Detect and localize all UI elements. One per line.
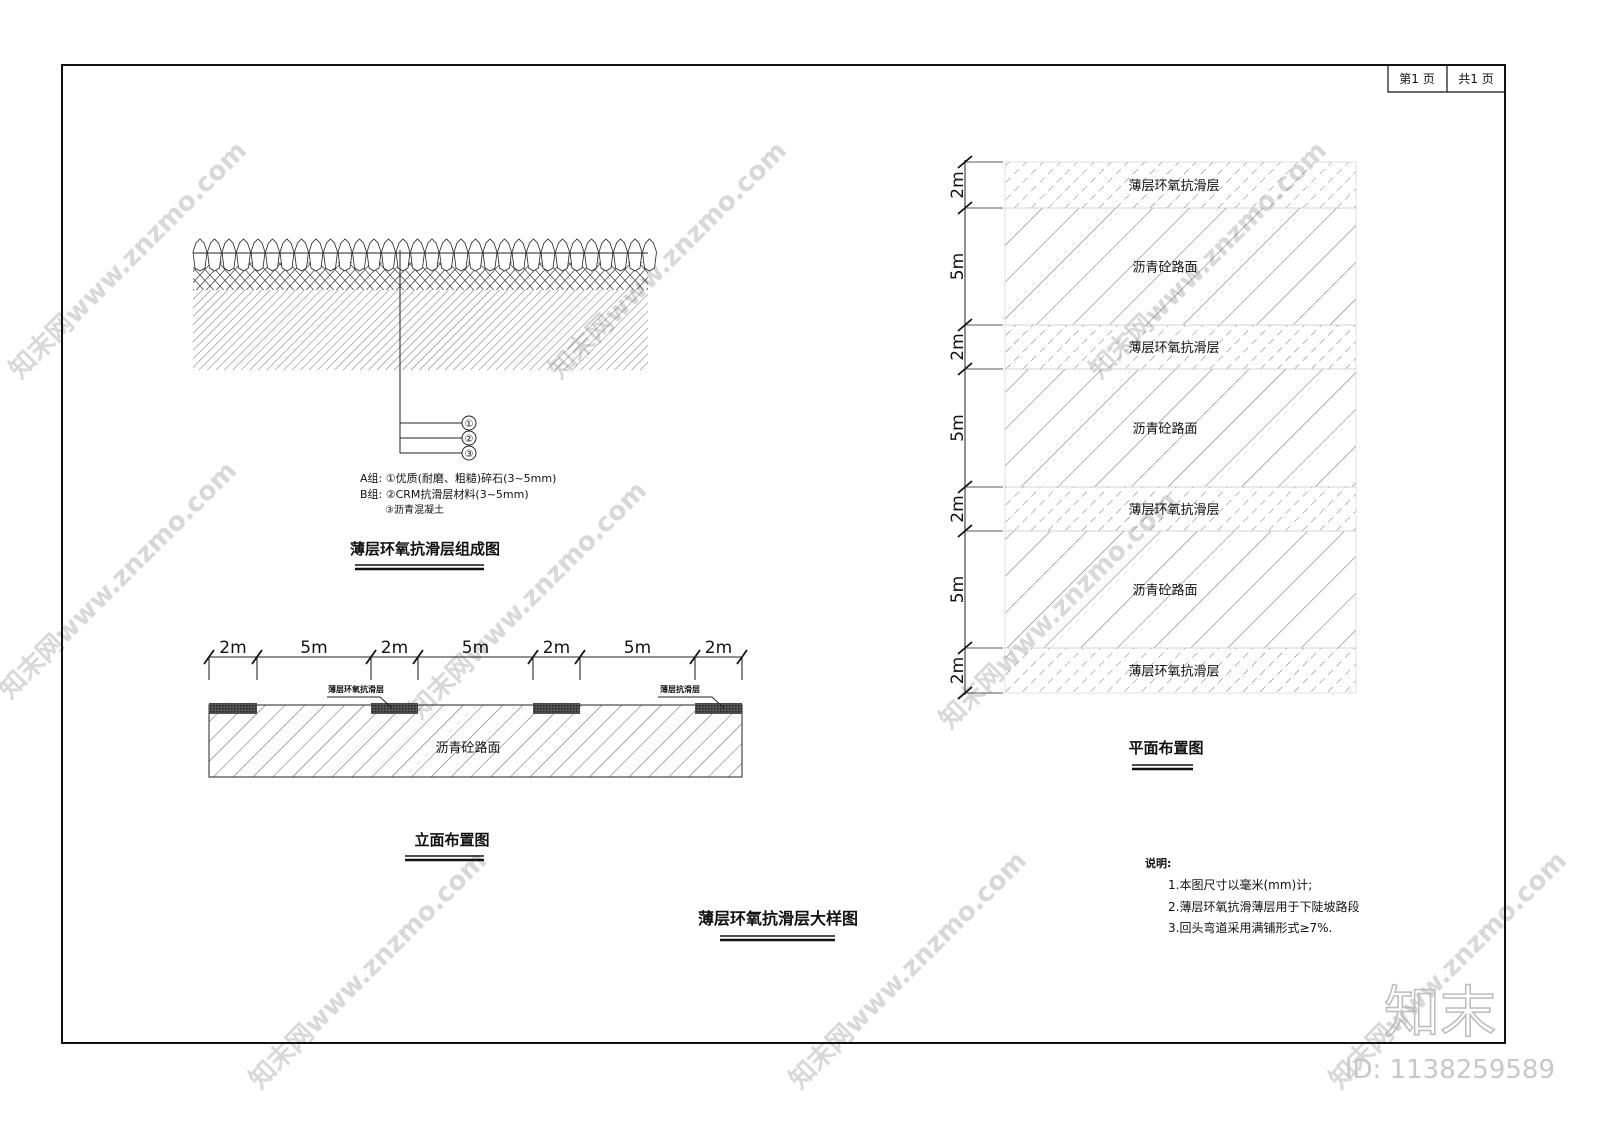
plan-view: 薄层环氧抗滑层 2m 沥青砼路面 5m 薄层环氧抗滑层 2m 沥青砼路面 5m 薄层环氧抗滑层 2… [948,155,1357,700]
aggregate-stone [497,238,512,272]
aggregate-stone [308,238,324,272]
plan-pavement [1004,207,1357,326]
plan-skid-strip [1004,647,1357,694]
plan-dimension-label: 2m [948,171,968,198]
aggregate-stone [207,238,222,272]
aggregate-stone [555,238,570,272]
main-title: 薄层环氧抗滑层大样图 [698,909,858,928]
plan-dimension-label: 5m [948,253,968,280]
aggregate-stone [468,238,483,272]
watermark-text: 知末网www.znzmo.com [0,456,243,705]
dimension-label: 2m [705,638,732,658]
plan-row-label: 薄层环氧抗滑层 [1128,665,1219,680]
aggregate-stone [482,238,498,272]
watermark-text: 知末网www.znzmo.com [244,846,493,1095]
plan-dimension-label: 5m [948,414,968,441]
aggregate-stone [642,238,657,272]
plan-skid-strip [1004,486,1357,532]
aggregate-stone [584,238,599,272]
marker-3: ③ [465,449,474,460]
plan-pavement [1004,368,1357,488]
page-number: 第1 页 [1399,72,1434,86]
note-1: 1.本图尺寸以毫米(mm)计; [1168,877,1312,892]
aggregate-stone [410,238,425,272]
aggregate-stone [352,238,367,272]
aggregate-stone [366,238,382,272]
plan-row-label: 沥青砼路面 [1132,583,1197,599]
elevation-view: 2m 5m 2m 5m 2m 5m 2m 薄层环氧抗滑层 薄层抗滑层 沥青砼路面 立面布置图 [203,638,748,862]
aggregate-stone [323,238,338,272]
aggregate-stone [526,238,541,272]
aggregate-stone [453,238,469,272]
plan-row-label: 沥青砼路面 [1132,260,1197,276]
image-id: ID: 1138259589 [1345,1055,1555,1085]
plan-row-label: 薄层环氧抗滑层 [1128,503,1219,518]
dimension-label: 5m [624,638,651,658]
note-3: 3.回头弯道采用满铺形式≥7%. [1168,920,1332,935]
plan-dimension-label: 2m [948,333,968,360]
plan-row-label: 沥青砼路面 [1132,421,1197,437]
aggregate-stone [424,238,440,272]
dimension-label: 5m [300,638,327,658]
legend-c: ③沥青混凝土 [385,503,444,516]
aggregate-stone [221,238,237,272]
plan-dimension-label: 2m [948,495,968,522]
aggregate-stone [569,238,585,272]
aggregate-stone [294,238,309,272]
page-total: 共1 页 [1458,72,1493,86]
aggregate-stone [236,238,251,272]
marker-2: ② [465,434,474,445]
drawing-frame [61,64,1506,1044]
aggregate-stone [395,238,411,272]
dimension-label: 2m [219,638,246,658]
composition-title: 薄层环氧抗滑层组成图 [350,540,500,558]
composition-section: ① ② ③ A组: ①优质(耐磨、粗糙)碎石(3~5mm) B组: ②CRM抗滑… [192,238,657,571]
aggregate-stone [265,238,280,272]
plan-skid-strip [1004,161,1357,209]
dimension-label: 2m [543,638,570,658]
elevation-title: 立面布置图 [414,831,489,849]
plan-skid-strip [1004,324,1357,370]
aggregate-stone [540,238,556,272]
aggregate-stone [279,238,295,272]
plan-dimension-label: 5m [948,576,968,603]
callout-epoxy-layer: 薄层环氧抗滑层 [328,684,384,694]
aggregate-stone [598,238,614,272]
notes: 说明: 1.本图尺寸以毫米(mm)计; 2.薄层环氧抗滑薄层用于下陡坡路段 3.… [1145,856,1359,935]
legend-b: B组: ②CRM抗滑层材料(3~5mm) [360,487,529,501]
aggregate-stone [337,238,353,272]
title-block: 第1 页 共1 页 [1387,65,1505,93]
dimension-label: 2m [381,638,408,658]
notes-heading: 说明: [1145,856,1171,870]
aggregate-stone [511,238,527,272]
callout-skid-layer: 薄层抗滑层 [660,684,700,694]
aggregate-stone [627,238,643,272]
plan-title: 平面布置图 [1128,739,1203,757]
aggregate-stone [381,238,396,272]
aggregate-stone [192,238,208,272]
aggregate-stone [250,238,266,272]
watermark-logo: 知末 [1384,981,1496,1046]
aggregate-stone [613,238,628,272]
legend-a: A组: ①优质(耐磨、粗糙)碎石(3~5mm) [360,471,556,485]
dimension-label: 5m [462,638,489,658]
pavement-label: 沥青砼路面 [435,740,500,756]
plan-pavement [1004,530,1357,649]
plan-row-label: 薄层环氧抗滑层 [1128,341,1219,356]
plan-row-label: 薄层环氧抗滑层 [1128,179,1219,194]
watermark-text: 知末网www.znzmo.com [784,846,1033,1095]
marker-1: ① [465,419,474,430]
note-2: 2.薄层环氧抗滑薄层用于下陡坡路段 [1168,899,1359,914]
aggregate-stone [439,238,454,272]
plan-dimension-label: 2m [948,657,968,684]
